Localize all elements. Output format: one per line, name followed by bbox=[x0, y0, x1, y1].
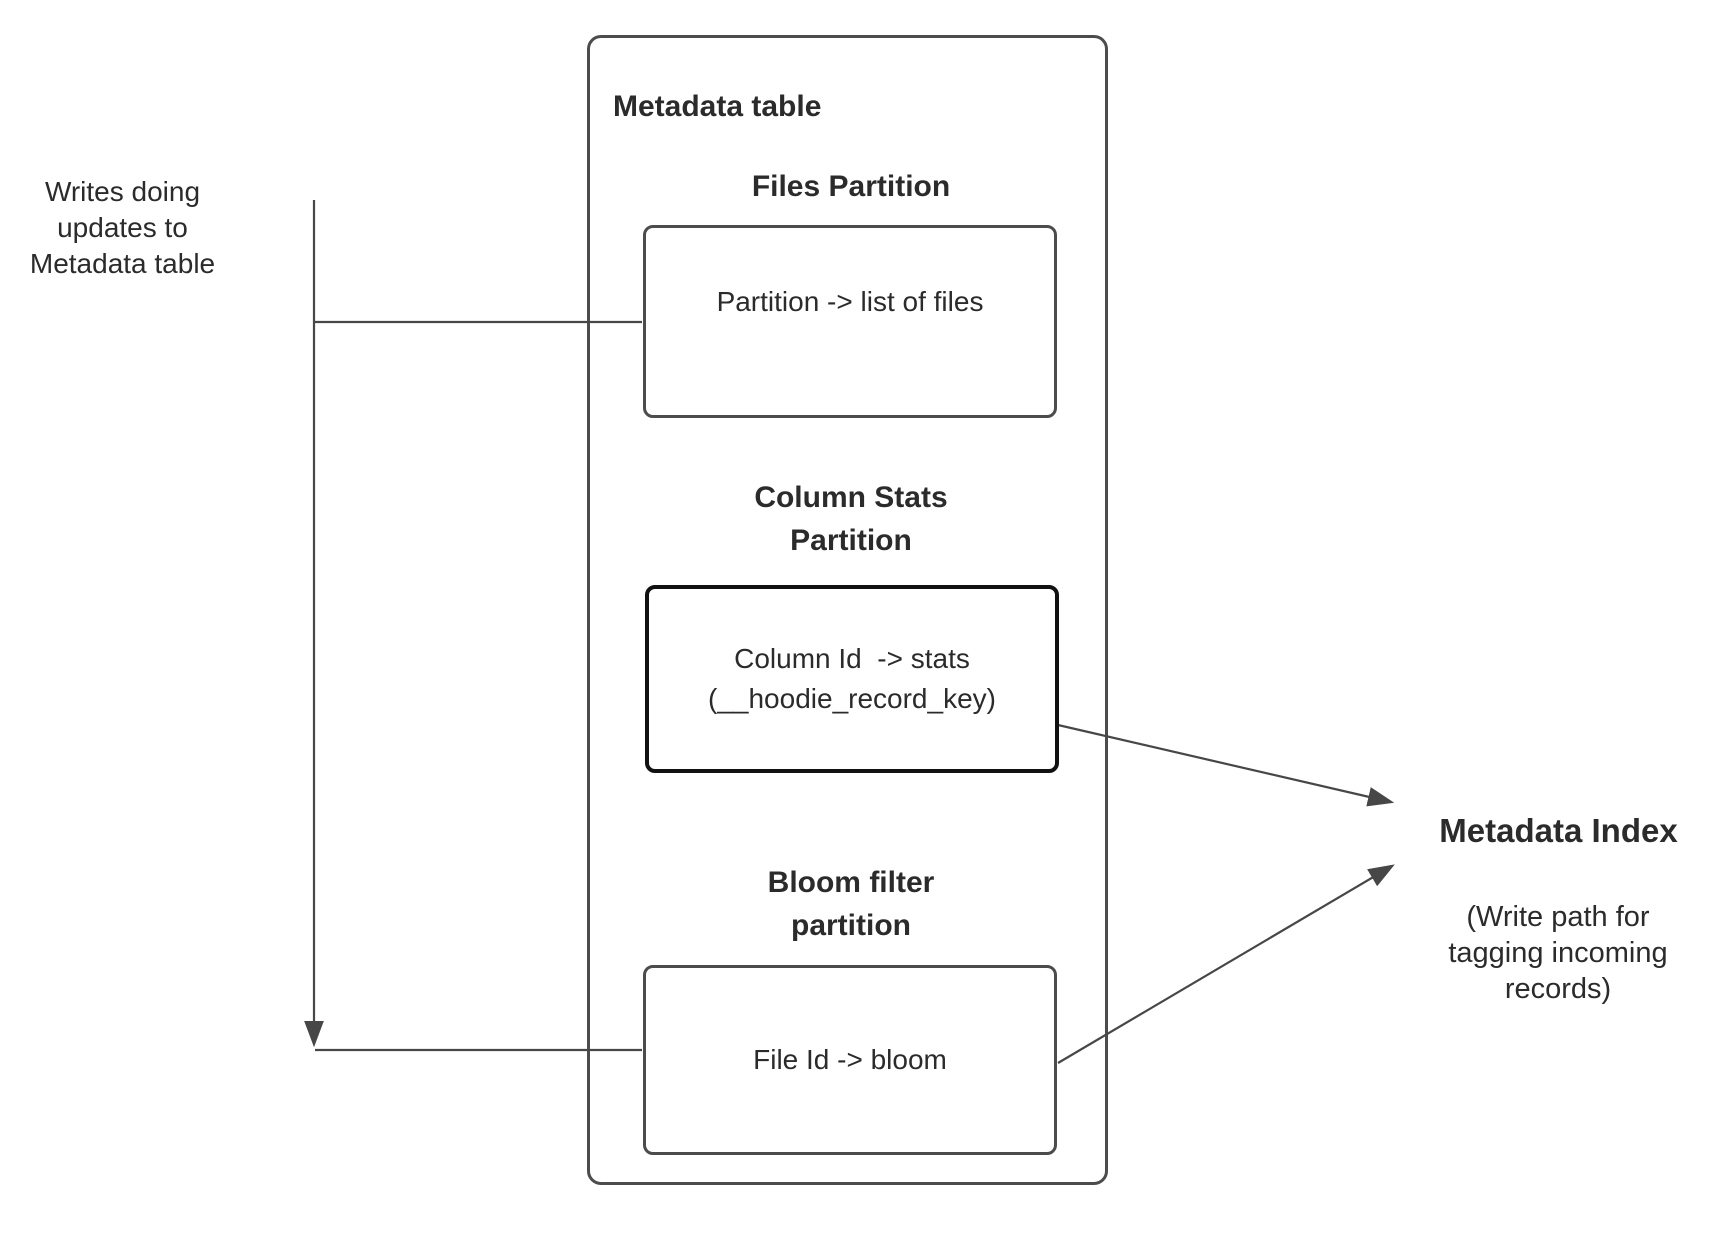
metadata-table-title: Metadata table bbox=[613, 90, 822, 123]
column-stats-partition-heading: Column Stats Partition bbox=[754, 481, 948, 557]
column-stats-partition-box: Column Id -> stats (__hoodie_record_key) bbox=[645, 585, 1059, 773]
bloom-filter-partition-heading: Bloom filter partition bbox=[767, 866, 935, 942]
metadata-index-subtitle: (Write path for tagging incoming records… bbox=[1448, 901, 1668, 1005]
writes-note: Writes doing updates to Metadata table bbox=[29, 176, 216, 279]
files-partition-heading: Files Partition bbox=[751, 170, 951, 203]
bloom-filter-partition-mapping: File Id -> bloom bbox=[753, 1044, 947, 1075]
bloom-to-index-arrow bbox=[1057, 864, 1395, 1064]
column-stats-partition-mapping: Column Id -> stats (__hoodie_record_key) bbox=[708, 643, 996, 714]
files-partition-box: Partition -> list of files bbox=[643, 225, 1057, 418]
metadata-index-title: Metadata Index bbox=[1439, 812, 1678, 849]
bloom-filter-partition-box: File Id -> bloom bbox=[643, 965, 1057, 1155]
metadata-table-box bbox=[587, 35, 1108, 1185]
files-partition-mapping: Partition -> list of files bbox=[716, 286, 984, 317]
column-stats-to-index-arrow bbox=[1057, 723, 1395, 807]
